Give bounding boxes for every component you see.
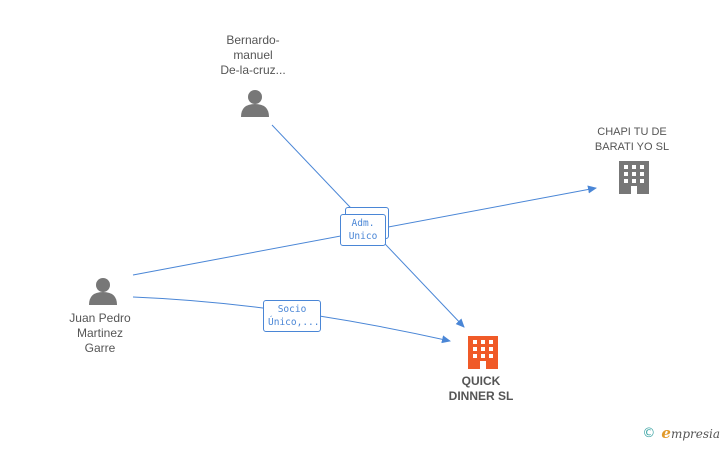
building-icon[interactable] <box>619 161 649 194</box>
person-label-juan[interactable]: Juan Pedro Martinez Garre <box>69 311 131 355</box>
copyright-symbol: © <box>642 425 656 441</box>
person-icon[interactable] <box>89 278 117 305</box>
person-label-bernardo[interactable]: Bernardo- manuel De-la-cruz... <box>220 33 286 77</box>
edge-label-socio-unico[interactable]: Socio Único,... <box>263 300 321 332</box>
brand-logo: © empresia <box>642 424 720 442</box>
edge-label-adm-unico[interactable]: Adm. Unico <box>340 214 386 246</box>
person-icon[interactable] <box>241 90 269 117</box>
brand-name: empresia <box>661 424 720 442</box>
building-icon[interactable] <box>468 336 498 369</box>
company-label-chapi[interactable]: CHAPI TU DE BARATI YO SL <box>594 126 670 153</box>
company-label-quick[interactable]: QUICK DINNER SL <box>448 374 514 403</box>
